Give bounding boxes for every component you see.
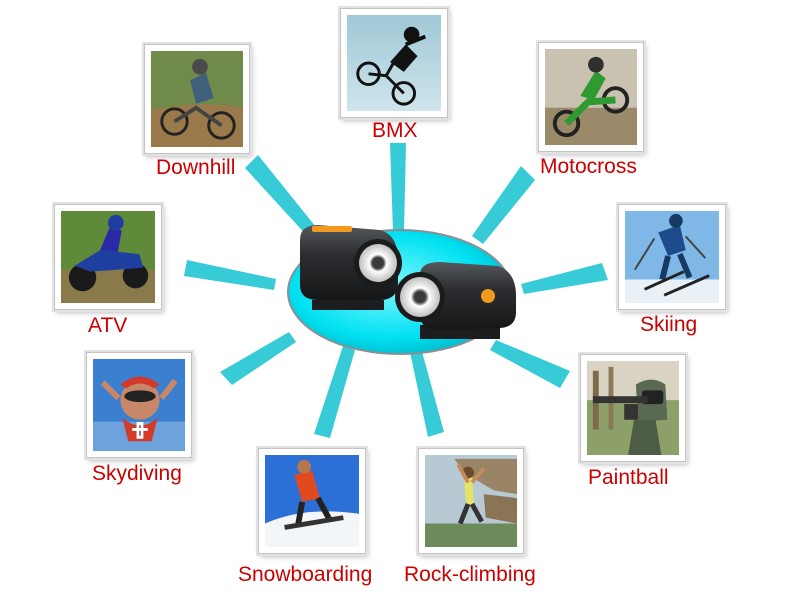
sport-label-bmx[interactable]: BMX [372,119,418,142]
ray-bmx [390,143,406,232]
ray-paintball [490,340,570,388]
downhill-bike-icon [151,51,243,147]
paintball-player-icon [587,361,679,455]
snowboarder-icon [265,455,359,547]
ray-skydiving [220,332,296,385]
atv-icon [61,211,155,303]
sport-label-rockclimbing[interactable]: Rock-climbing [404,563,536,586]
sport-label-snowboarding[interactable]: Snowboarding [238,563,373,586]
sport-tile-skydiving[interactable] [86,352,192,458]
front-camera [395,262,516,339]
sport-tile-downhill[interactable] [144,44,250,154]
rock-climber-icon [425,455,517,547]
ray-snowboarding [314,346,355,438]
skier-icon [625,211,719,303]
ray-atv [184,260,276,290]
back-camera [300,225,402,310]
sport-tile-paintball[interactable] [580,354,686,462]
sport-label-skydiving[interactable]: Skydiving [92,462,182,485]
sport-tile-motocross[interactable] [538,42,644,152]
ray-downhill [245,155,320,239]
sport-tile-snowboarding[interactable] [258,448,366,554]
ray-rockclimbing [410,348,444,437]
sport-tile-skiing[interactable] [618,204,726,310]
bmx-rider-icon [347,15,441,111]
ray-motocross [472,166,535,244]
sport-label-paintball[interactable]: Paintball [588,466,669,489]
sport-label-downhill[interactable]: Downhill [156,156,236,179]
sport-tile-atv[interactable] [54,204,162,310]
sport-label-skiing[interactable]: Skiing [640,313,698,336]
ray-skiing [521,263,608,294]
sport-tile-bmx[interactable] [340,8,448,118]
sport-label-atv[interactable]: ATV [88,314,128,337]
sport-tile-rockclimbing[interactable] [418,448,524,554]
sport-label-motocross[interactable]: Motocross [540,155,637,178]
motocross-icon [545,49,637,145]
skydiver-icon [93,359,185,451]
